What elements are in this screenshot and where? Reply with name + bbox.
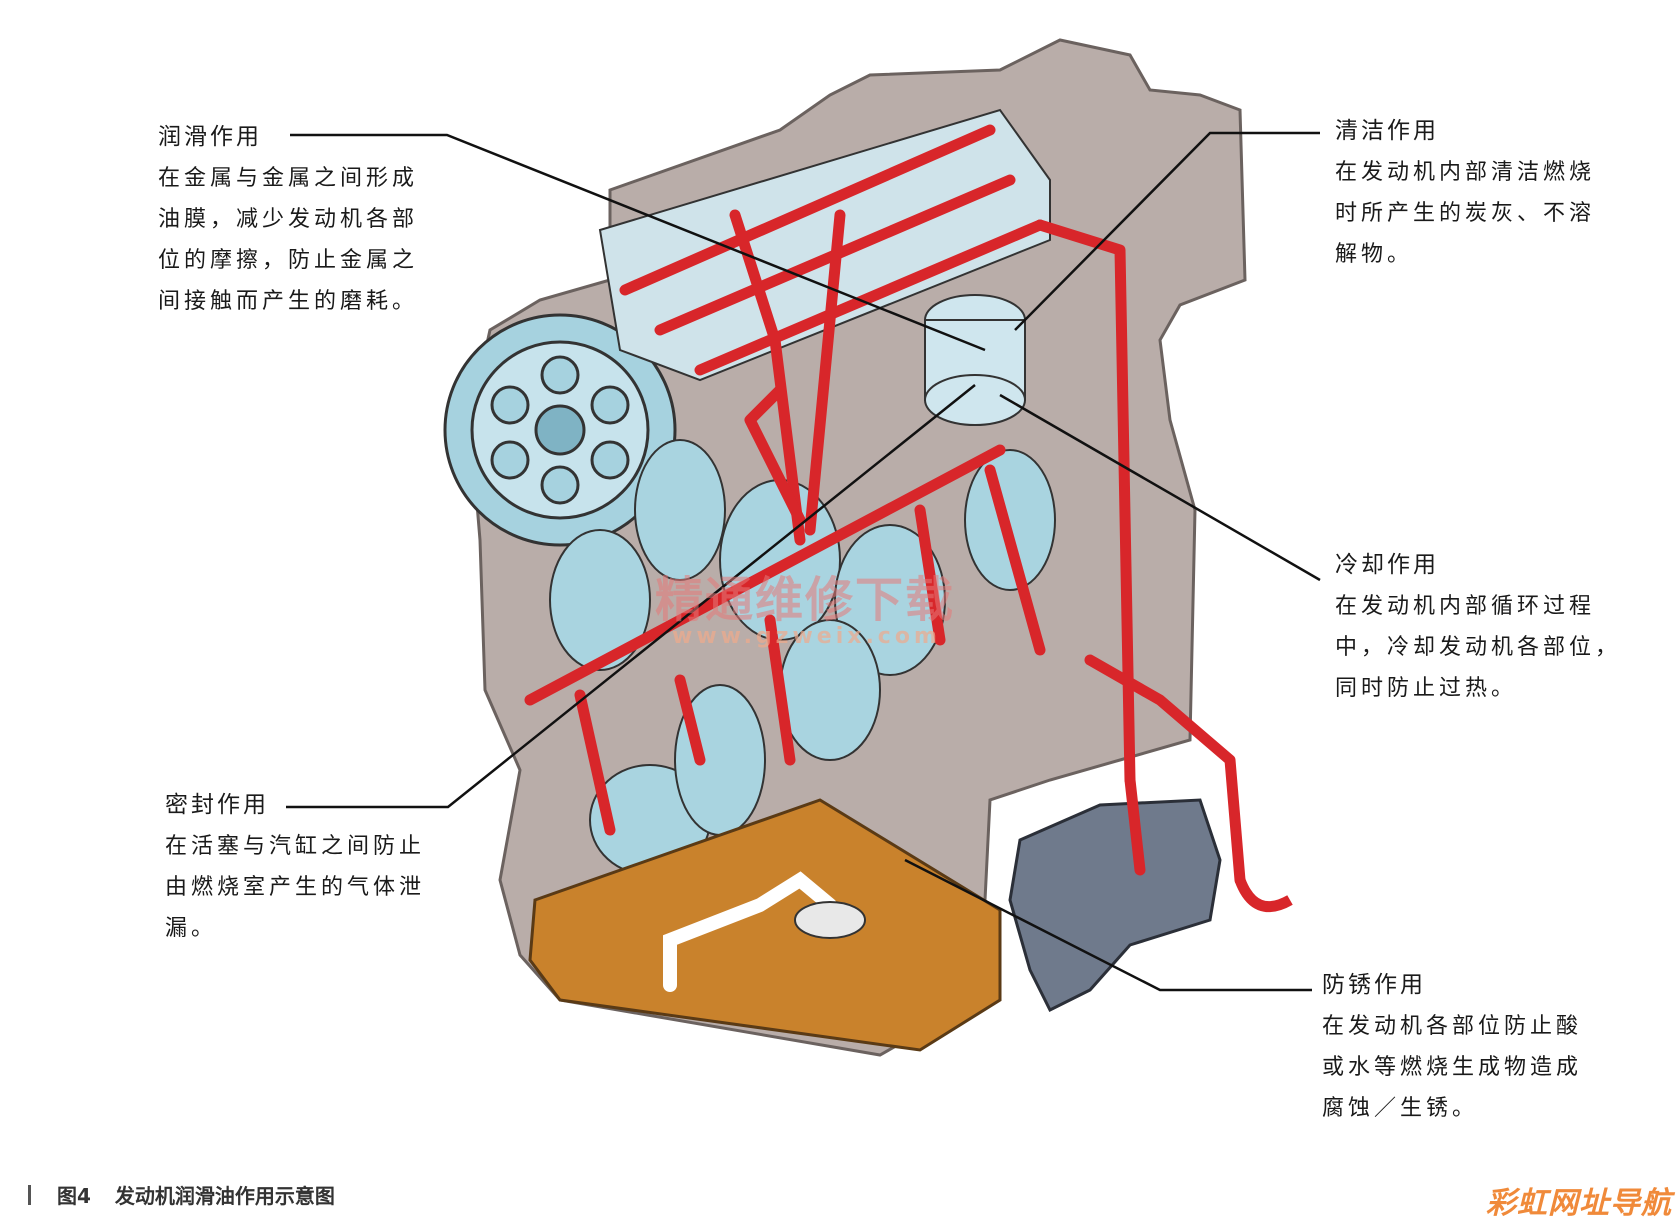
desc-line: 位的摩擦，防止金属之 bbox=[158, 248, 419, 273]
leader-lines bbox=[286, 131, 1321, 992]
callout-description: 在发动机各部位防止酸 或水等燃烧生成物造成 腐蚀／生锈。 bbox=[1322, 1006, 1622, 1129]
watermark-text: 精通维修下载 bbox=[655, 572, 956, 628]
desc-line: 中，冷却发动机各部位， bbox=[1335, 635, 1622, 660]
desc-line: 由燃烧室产生的气体泄 bbox=[165, 875, 426, 900]
callout-description: 在发动机内部循环过程 中，冷却发动机各部位， 同时防止过热。 bbox=[1335, 586, 1635, 709]
desc-line: 同时防止过热。 bbox=[1335, 676, 1518, 701]
callout-title: 防锈作用 bbox=[1322, 972, 1426, 998]
timing-pulley bbox=[443, 313, 677, 547]
caption-text: 发动机润滑油作用示意图 bbox=[114, 1184, 335, 1208]
callout-title: 润滑作用 bbox=[158, 124, 262, 150]
desc-line: 或水等燃烧生成物造成 bbox=[1322, 1055, 1583, 1080]
callout-description: 在活塞与汽缸之间防止 由燃烧室产生的气体泄 漏。 bbox=[165, 826, 465, 949]
figure-caption: 图4 发动机润滑油作用示意图 bbox=[28, 1180, 335, 1209]
desc-line: 腐蚀／生锈。 bbox=[1322, 1096, 1479, 1121]
desc-line: 在发动机各部位防止酸 bbox=[1322, 1014, 1583, 1039]
desc-line: 时所产生的炭灰、不溶 bbox=[1335, 201, 1596, 226]
callout-title: 清洁作用 bbox=[1335, 118, 1439, 144]
oil-strainer bbox=[794, 901, 866, 939]
callout-cleaning: 清洁作用 在发动机内部清洁燃烧 时所产生的炭灰、不溶 解物。 bbox=[1335, 116, 1635, 275]
figure-number: 图4 bbox=[57, 1184, 91, 1208]
watermark-url: www.gzweix.com bbox=[672, 624, 941, 649]
desc-line: 在金属与金属之间形成 bbox=[158, 166, 419, 191]
desc-line: 漏。 bbox=[165, 916, 218, 941]
oil-passages bbox=[524, 124, 1246, 886]
callout-title: 冷却作用 bbox=[1335, 552, 1439, 578]
oil-return-loop bbox=[1234, 877, 1293, 913]
caption-bar bbox=[28, 1184, 31, 1205]
crankshaft-parts bbox=[549, 439, 1056, 876]
desc-line: 在发动机内部清洁燃烧 bbox=[1335, 160, 1596, 185]
desc-line: 在发动机内部循环过程 bbox=[1335, 594, 1596, 619]
desc-line: 间接触而产生的磨耗。 bbox=[158, 289, 419, 314]
oil-pump bbox=[1008, 798, 1222, 1013]
desc-line: 油膜，减少发动机各部 bbox=[158, 207, 419, 232]
desc-line: 解物。 bbox=[1335, 242, 1414, 267]
oil-pan bbox=[528, 798, 1002, 1052]
desc-line: 在活塞与汽缸之间防止 bbox=[165, 834, 426, 859]
oil-pickup bbox=[663, 871, 837, 992]
callout-sealing: 密封作用 在活塞与汽缸之间防止 由燃烧室产生的气体泄 漏。 bbox=[165, 790, 465, 949]
callout-lubrication: 润滑作用 在金属与金属之间形成 油膜，减少发动机各部 位的摩擦，防止金属之 间接… bbox=[158, 122, 458, 322]
corner-watermark: 彩虹网址导航 bbox=[1486, 1186, 1672, 1221]
callout-description: 在发动机内部清洁燃烧 时所产生的炭灰、不溶 解物。 bbox=[1335, 152, 1635, 275]
callout-anticorrosion: 防锈作用 在发动机各部位防止酸 或水等燃烧生成物造成 腐蚀／生锈。 bbox=[1322, 970, 1622, 1129]
callout-description: 在金属与金属之间形成 油膜，减少发动机各部 位的摩擦，防止金属之 间接触而产生的… bbox=[158, 158, 458, 322]
piston bbox=[924, 294, 1026, 426]
callout-title: 密封作用 bbox=[165, 792, 269, 818]
callout-cooling: 冷却作用 在发动机内部循环过程 中，冷却发动机各部位， 同时防止过热。 bbox=[1335, 550, 1635, 709]
